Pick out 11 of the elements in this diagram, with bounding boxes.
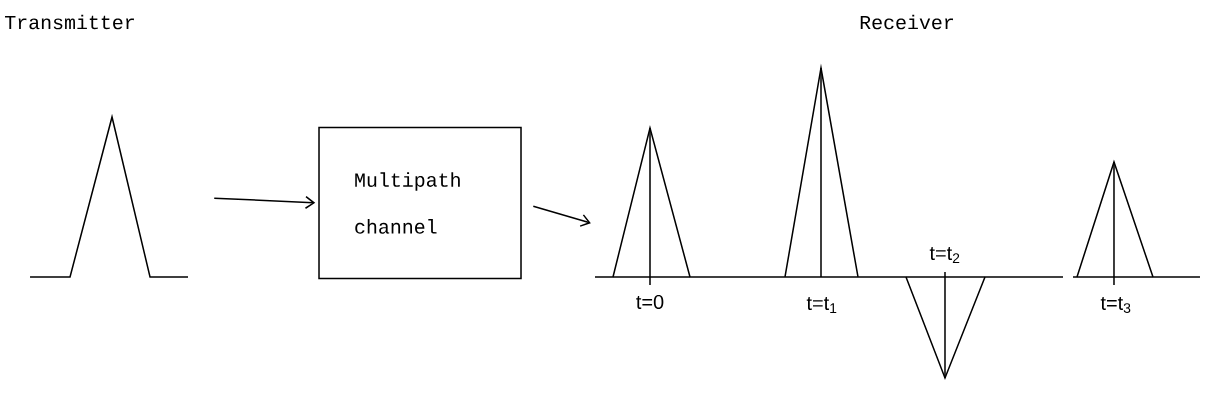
process-box: Multipath channel — [318, 126, 522, 280]
time-label: t=t$_{3}$ — [1100, 296, 1131, 313]
waveform-drawing — [29, 113, 189, 278]
arrow — [213, 195, 316, 209]
heading: Receiver — [860, 14, 953, 30]
heading: Transmitter — [5, 14, 134, 30]
time-label: t=t$_{1}$ — [806, 297, 837, 313]
time-label: t=0 — [636, 294, 664, 310]
waveform-drawing — [594, 63, 1201, 381]
time-label: t=t$_{2}$ — [929, 247, 960, 263]
arrow — [532, 205, 591, 227]
